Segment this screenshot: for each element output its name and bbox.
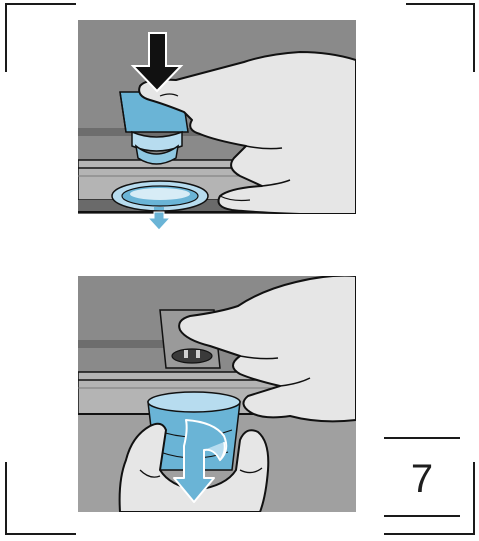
step-number: 7 xyxy=(384,451,460,507)
panel-press-lamp xyxy=(78,20,356,230)
corner-mark-top-right xyxy=(406,4,474,72)
panel-remove-cover xyxy=(78,276,356,512)
corner-mark-bottom-left xyxy=(6,462,76,534)
lamp-cover-ring xyxy=(112,181,208,211)
corner-mark-top-left xyxy=(6,4,76,72)
